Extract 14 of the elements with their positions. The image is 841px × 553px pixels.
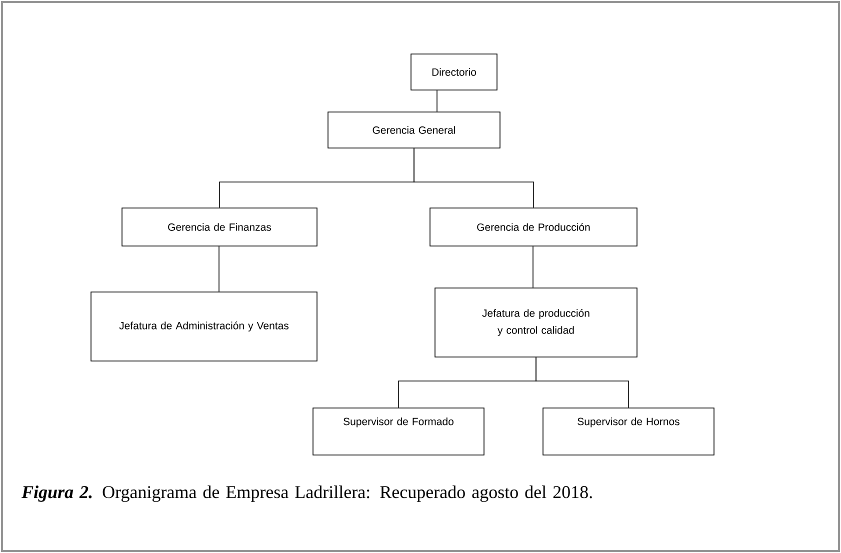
org-box: Gerencia de Producción [430,208,638,246]
connector-line [536,356,629,408]
connector-line [218,246,220,292]
org-box: Gerencia de Finanzas [122,208,318,246]
org-box: Gerencia General [328,112,500,148]
connector-line [414,148,534,208]
org-box: Jefatura de producción y control calidad [434,288,638,358]
org-box: Directorio [410,54,498,90]
connector-line [532,246,534,288]
connector-line [436,90,438,112]
org-box: Supervisor de Formado [312,408,484,456]
org-box: Supervisor de Hornos [542,408,714,456]
org-box: Jefatura de Administración y Ventas [90,292,318,362]
figure-caption: Figura 2. Organigrama de Empresa Ladrillera: Recuperado agosto del 2018. [22,486,592,502]
